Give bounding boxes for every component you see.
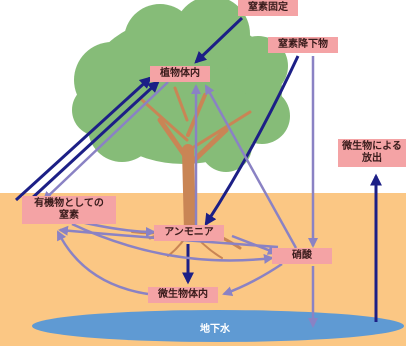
label-in-plant: 植物体内: [150, 66, 210, 82]
label-microbial-release: 微生物による 放出: [338, 139, 406, 167]
label-groundwater: 地下水: [200, 324, 230, 335]
label-nitrogen-deposition: 窒素降下物: [268, 37, 338, 53]
label-organic-nitrogen: 有機物としての 窒素: [22, 196, 116, 224]
label-nitrogen-fixation: 窒素固定: [238, 0, 298, 16]
label-in-microbe: 微生物体内: [148, 287, 218, 303]
arrow-deposition-to-ammonia: [204, 55, 300, 227]
label-nitric-acid: 硝酸: [272, 248, 332, 264]
arrow-organic-to-plant-1: [14, 76, 152, 202]
arrow-fixation-to-plant: [194, 16, 244, 64]
arrow-microbe-to-organic: [56, 230, 149, 296]
arrow-organic-to-plant-2: [28, 80, 160, 202]
label-ammonia: アンモニア: [154, 225, 224, 241]
arrow-nitric-to-microbe: [222, 262, 283, 297]
arrow-plant-to-organic: [42, 81, 169, 202]
light-arrows: [42, 56, 318, 328]
dark-arrows: [14, 16, 382, 322]
arrow-nitric-to-plant: [204, 84, 298, 249]
